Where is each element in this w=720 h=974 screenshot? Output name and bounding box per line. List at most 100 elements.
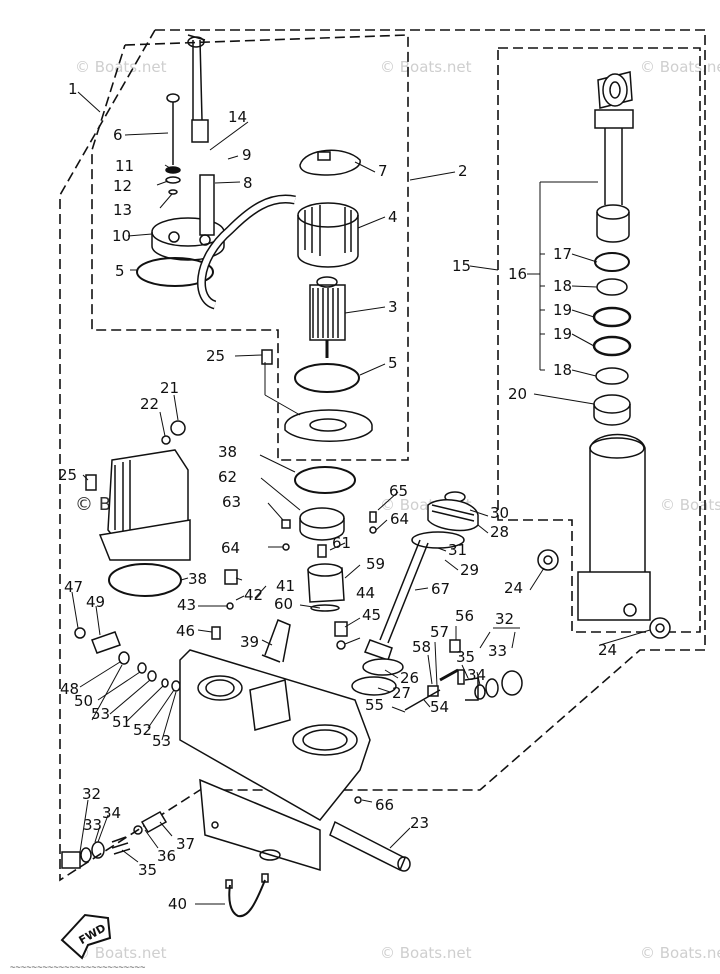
callout-48: 48 (60, 680, 79, 698)
callout-17: 17 (553, 245, 572, 263)
callout-42: 42 (244, 586, 263, 604)
callout-8: 8 (243, 174, 253, 192)
callout-25-upper: 25 (206, 347, 225, 365)
callout-38-upper: 38 (218, 443, 237, 461)
callout-26: 26 (400, 669, 419, 687)
callout-35-right: 35 (456, 648, 475, 666)
callout-22: 22 (140, 395, 159, 413)
callout-5-upper: 5 (115, 262, 125, 280)
callout-20: 20 (508, 385, 527, 403)
callout-43: 43 (177, 596, 196, 614)
callout-35-left: 35 (138, 861, 157, 879)
callout-13: 13 (113, 201, 132, 219)
callout-6: 6 (113, 126, 123, 144)
callout-55: 55 (365, 696, 384, 714)
callout-64-left: 64 (221, 539, 240, 557)
callout-47: 47 (64, 578, 83, 596)
watermark-2: © Boats.net (380, 58, 472, 76)
callout-52: 52 (133, 721, 152, 739)
callout-33-right: 33 (488, 642, 507, 660)
callout-7: 7 (378, 162, 388, 180)
callout-34-right: 34 (467, 666, 486, 684)
callout-45: 45 (362, 606, 381, 624)
watermark-7: © Boats.net (75, 944, 167, 962)
callout-44: 44 (356, 584, 375, 602)
callout-59: 59 (366, 555, 385, 573)
callout-18-lower: 18 (553, 361, 572, 379)
callout-54: 54 (430, 698, 449, 716)
callout-64-right: 64 (390, 510, 409, 528)
watermark-6: © Boats.net (660, 496, 720, 514)
callout-65: 65 (389, 482, 408, 500)
callout-28: 28 (490, 523, 509, 541)
callout-50: 50 (74, 692, 93, 710)
callout-labels: 1 2 3 4 5 5 6 7 8 9 10 11 12 13 14 15 16… (58, 80, 617, 913)
tilt-cylinder (577, 71, 651, 621)
callout-21: 21 (160, 379, 179, 397)
callout-57: 57 (430, 623, 449, 641)
callout-19-lower: 19 (553, 325, 572, 343)
callout-39: 39 (240, 633, 259, 651)
callout-56: 56 (455, 607, 474, 625)
pump-housing (60, 649, 411, 960)
callout-66: 66 (375, 796, 394, 814)
callout-10: 10 (112, 227, 131, 245)
callout-36: 36 (157, 847, 176, 865)
motor-assembly (136, 34, 373, 442)
callout-32-right: 32 (495, 610, 514, 628)
callout-9: 9 (242, 146, 252, 164)
callout-23: 23 (410, 814, 429, 832)
outline-motor (91, 34, 409, 461)
callout-30: 30 (490, 504, 509, 522)
callout-3: 3 (388, 298, 398, 316)
callout-51: 51 (112, 713, 131, 731)
callout-61: 61 (332, 534, 351, 552)
callout-31: 31 (448, 541, 467, 559)
callout-16: 16 (508, 265, 527, 283)
callout-4: 4 (388, 208, 398, 226)
callout-2: 2 (458, 162, 468, 180)
callout-11: 11 (115, 157, 134, 175)
callout-49: 49 (86, 593, 105, 611)
callout-40: 40 (168, 895, 187, 913)
callout-12: 12 (113, 177, 132, 195)
outline-main (59, 29, 706, 882)
callout-53-left: 53 (91, 705, 110, 723)
watermark-8: © Boats.net (380, 944, 472, 962)
callout-67: 67 (431, 580, 450, 598)
callout-32-left: 32 (82, 785, 101, 803)
watermark-9: © Boats.net (640, 944, 720, 962)
callout-19-upper: 19 (553, 301, 572, 319)
callout-14: 14 (228, 108, 247, 126)
callout-18-upper: 18 (553, 277, 572, 295)
callout-24-right: 24 (598, 641, 617, 659)
callout-33-left: 33 (83, 816, 102, 834)
assembly-outlines (59, 29, 706, 882)
callout-24-left: 24 (504, 579, 523, 597)
callout-29: 29 (460, 561, 479, 579)
callout-38-lower: 38 (188, 570, 207, 588)
callout-34-left: 34 (102, 804, 121, 822)
callout-63: 63 (222, 493, 241, 511)
callout-15: 15 (452, 257, 471, 275)
callout-37: 37 (176, 835, 195, 853)
callout-60: 60 (274, 595, 293, 613)
callout-1: 1 (68, 80, 78, 98)
callout-62: 62 (218, 468, 237, 486)
watermark-3: © Boats.net (640, 58, 720, 76)
reservoir-assembly (85, 420, 191, 597)
footer-text: ~~~~~~~~~~~~~~~~~~~~~~~~~ (10, 963, 146, 973)
callout-25-left: 25 (58, 466, 77, 484)
callout-46: 46 (176, 622, 195, 640)
callout-53-right: 53 (152, 732, 171, 750)
valve-assembly (74, 466, 671, 711)
callout-58: 58 (412, 638, 431, 656)
leader-lines (71, 91, 651, 905)
outline-cylinder (497, 47, 701, 633)
callout-5-middle: 5 (388, 354, 398, 372)
watermark-1: © Boats.net (75, 58, 167, 76)
callout-41: 41 (276, 577, 295, 595)
callout-27: 27 (392, 684, 411, 702)
